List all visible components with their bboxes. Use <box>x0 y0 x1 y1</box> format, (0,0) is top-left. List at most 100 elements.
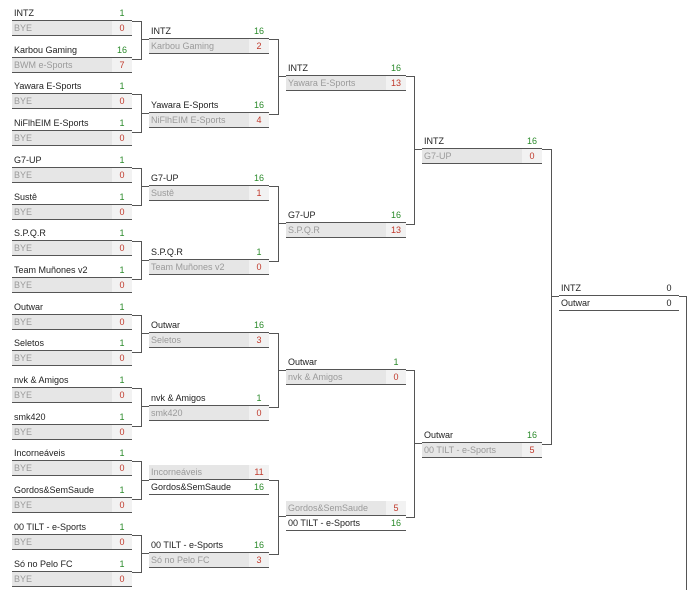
team-score: 7 <box>112 57 132 72</box>
team-score: 0 <box>112 424 132 439</box>
team-name: BYE <box>14 353 33 364</box>
team-name: G7-UP <box>424 151 452 162</box>
team-score: 1 <box>249 186 269 201</box>
team-score: 1 <box>112 226 132 241</box>
bracket-connector-tail <box>552 296 559 298</box>
bracket-connector-tail <box>142 553 149 555</box>
team-name: Gordos&SemSaude <box>151 481 232 492</box>
team-slot[interactable]: BYE 0 <box>12 351 132 367</box>
team-name: nvk & Amigos <box>14 375 69 385</box>
team-name: 00 TILT - e-Sports <box>424 445 497 456</box>
team-name: Team Muñones v2 <box>14 264 88 275</box>
team-name: Karbou Gaming <box>14 44 78 55</box>
team-slot[interactable]: Sustê 1 <box>12 189 132 205</box>
team-name: Sustê <box>14 191 38 202</box>
bracket-connector <box>269 39 279 115</box>
team-name: nvk & Amigos <box>151 393 206 404</box>
bracket-connector <box>132 314 142 354</box>
team-score: 16 <box>249 317 269 332</box>
team-name: Só no Pelo FC <box>14 558 73 569</box>
team-score: 1 <box>112 446 132 461</box>
team-name: Team Muñones v2 <box>151 261 225 272</box>
team-name: BYE <box>14 23 33 33</box>
bracket-connector-tail <box>279 222 286 224</box>
bracket-connector <box>132 388 142 427</box>
team-name: Outwar <box>424 430 454 441</box>
team-score: 0 <box>112 351 132 366</box>
team-name: G7-UP <box>151 173 179 184</box>
team-score: 0 <box>112 167 132 182</box>
team-name: Seletos <box>14 338 45 349</box>
bracket-connector-tail <box>415 149 422 151</box>
team-score: 1 <box>112 189 132 204</box>
team-name: Outwar <box>288 356 318 367</box>
team-name: Seletos <box>151 334 182 345</box>
